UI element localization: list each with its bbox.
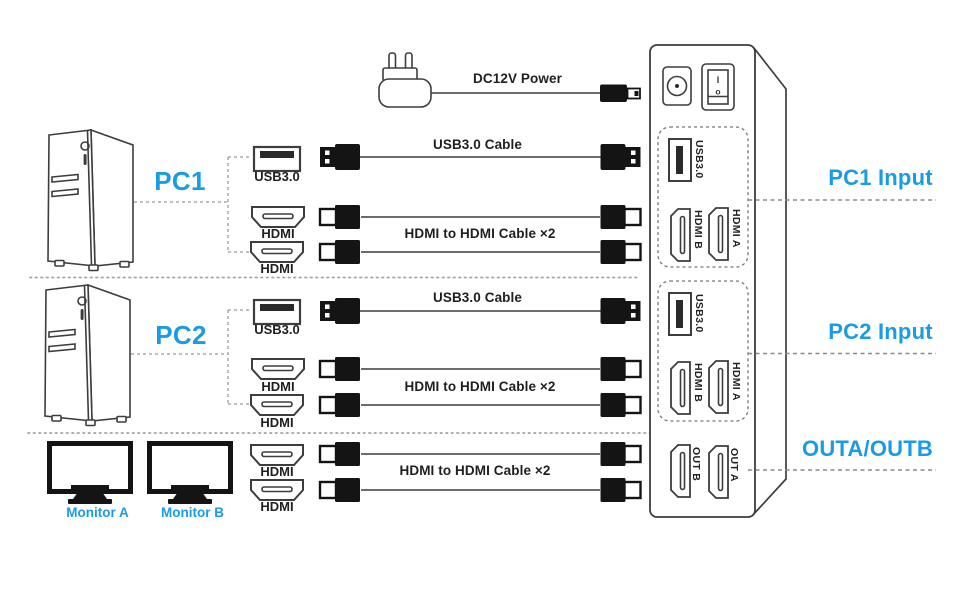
pc2-usb-port-label: USB3.0 (254, 322, 300, 337)
kvm-pc1-usb-label: USB3.0 (693, 140, 705, 179)
monitor-a-icon (50, 444, 131, 505)
kvm-pc1-hdmi-b-port-icon (670, 208, 691, 262)
kvm-pc1-hdmi-b-label: HDMI B (692, 210, 704, 250)
kvm-pc1-usb-port-icon (668, 138, 692, 182)
usb-port-icon (252, 145, 302, 173)
power-cable-label: DC12V Power (473, 71, 562, 86)
monitor-hdmi-cable-2 (318, 476, 642, 504)
kvm-out-b-label: OUT B (690, 447, 702, 482)
kvm-pc2-usb-label: USB3.0 (693, 294, 705, 333)
monitor-hdmi-cable-1 (318, 440, 642, 468)
monitor-b-icon (150, 444, 231, 505)
pc1-usb-port-label: USB3.0 (254, 169, 300, 184)
pc2-usb-cable (320, 298, 641, 324)
hdmi-port-icon (251, 206, 305, 228)
hdmi-port-icon (251, 358, 305, 380)
monitor-hdmi-port-1-label: HDMI (260, 464, 294, 479)
switch-off-glyph: o (715, 87, 720, 97)
pc1-tower-icon (47, 129, 134, 272)
pc2-label: PC2 (155, 320, 207, 350)
pc1-hdmi-cable-2 (318, 238, 642, 266)
kvm-pc2-hdmi-a-port-icon (708, 360, 729, 414)
pc2-hdmi-cable-1 (318, 355, 642, 383)
pc1-hdmi-cable-1 (318, 203, 642, 231)
kvm-out-a-port-icon (708, 445, 729, 499)
monitor-hdmi-port-2-label: HDMI (260, 499, 294, 514)
hdmi-port-icon (250, 394, 304, 416)
pc2-tower-icon (44, 284, 131, 427)
pc2-hdmi-cable-2 (318, 391, 642, 419)
kvm-pc1-hdmi-a-label: HDMI A (730, 209, 742, 248)
pc1-hdmi-port-2-label: HDMI (260, 261, 294, 276)
kvm-pc2-hdmi-b-label: HDMI B (692, 363, 704, 403)
pc2-input-section-label: PC2 Input (828, 319, 933, 344)
hdmi-port-icon (250, 444, 304, 466)
switch-on-glyph: I (717, 75, 720, 85)
power-adapter (378, 52, 641, 108)
pc1-label: PC1 (154, 166, 206, 196)
kvm-pc2-hdmi-a-label: HDMI A (730, 362, 742, 401)
pc2-connection-bracket (131, 309, 251, 405)
pc1-input-port-group (657, 126, 749, 268)
pc2-hdmi-cable-label: HDMI to HDMI Cable ×2 (404, 379, 556, 394)
kvm-out-a-label: OUT A (728, 448, 740, 482)
monitor-hdmi-cable-label: HDMI to HDMI Cable ×2 (399, 463, 551, 478)
usb-port-icon (252, 298, 302, 326)
kvm-switch-box: I o (649, 44, 787, 518)
monitor-a-label: Monitor A (66, 505, 129, 520)
pc2-hdmi-port-2-label: HDMI (260, 415, 294, 430)
pc1-hdmi-port-1-label: HDMI (261, 226, 295, 241)
dc-jack-icon (662, 66, 692, 106)
kvm-pc1-hdmi-a-port-icon (708, 207, 729, 261)
pc1-input-section-label: PC1 Input (828, 165, 933, 190)
pc2-usb-cable-label: USB3.0 Cable (433, 290, 522, 305)
pc1-usb-cable (320, 144, 641, 170)
monitor-b-label: Monitor B (161, 505, 224, 520)
hdmi-port-icon (250, 479, 304, 501)
kvm-pc2-usb-port-icon (668, 292, 692, 336)
kvm-out-b-port-icon (670, 444, 691, 498)
pc2-hdmi-port-1-label: HDMI (261, 379, 295, 394)
pc2-input-port-group (657, 280, 749, 422)
out-section-label: OUTA/OUTB (802, 436, 933, 461)
pc1-hdmi-cable-label: HDMI to HDMI Cable ×2 (404, 226, 556, 241)
power-switch-icon[interactable]: I o (701, 63, 735, 111)
pc1-usb-cable-label: USB3.0 Cable (433, 137, 522, 152)
kvm-pc2-hdmi-b-port-icon (670, 361, 691, 415)
hdmi-port-icon (250, 241, 304, 263)
dc-plug-icon (600, 84, 641, 102)
